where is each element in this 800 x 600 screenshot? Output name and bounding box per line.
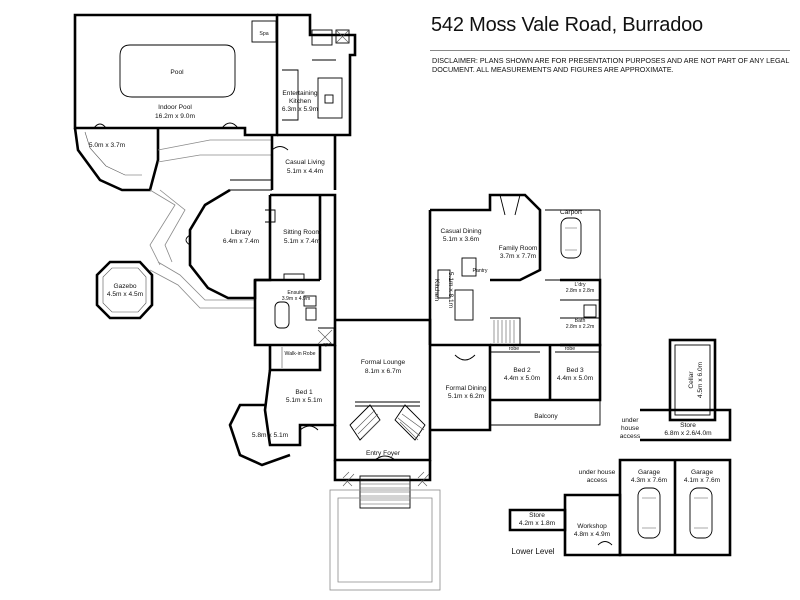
disclaimer-text: DISCLAIMER: PLANS SHOWN ARE FOR PRESENTA… [432, 56, 790, 74]
label-ensuite: Ensuite [287, 290, 304, 296]
label-bed1-bay-dim: 5.8m x 5.1m [252, 432, 289, 439]
room-labels: Spa Pool Indoor Pool 16.2m x 9.0m 5.0m x… [89, 31, 594, 457]
sitting-room [255, 193, 337, 320]
label-bed2-dim: 4.4m x 5.0m [504, 375, 541, 382]
label-bed1: Bed 1 [295, 389, 313, 396]
label-casual-living: Casual Living [285, 159, 325, 166]
carport [545, 209, 601, 281]
label-formal-dining-dim: 5.1m x 6.2m [448, 393, 485, 400]
label-formal-lounge: Formal Lounge [361, 359, 406, 366]
label-sitting-room-dim: 5.1m x 7.4m [284, 238, 321, 245]
bedrooms-2-3 [490, 343, 602, 426]
label-formal-dining: Formal Dining [445, 385, 486, 392]
label-robe-bed3: robe [565, 346, 575, 352]
title-divider [430, 50, 790, 51]
label-pool: Pool [170, 69, 184, 76]
label-formal-lounge-dim: 8.1m x 6.7m [365, 368, 402, 375]
label-cellar-dim: 4.5m x 6.0m [697, 361, 704, 398]
label-store2-dim: 4.2m x 1.8m [519, 520, 556, 527]
label-lower-level: Lower Level [511, 547, 554, 556]
label-under-house-b1: under house [579, 469, 616, 476]
formal-lounge [333, 318, 432, 462]
label-casual-living-dim: 5.1m x 4.4m [287, 168, 324, 175]
outdoor-paths [149, 139, 272, 309]
label-laundry-dim: 2.8m x 2.8m [566, 288, 595, 294]
label-store2: Store [529, 512, 545, 519]
label-entertaining-kitchen: Kitchen [289, 98, 311, 105]
label-library: Library [231, 229, 252, 236]
label-casual-dining: Casual Dining [440, 228, 481, 235]
label-kitchen: Kitchen [433, 279, 440, 301]
label-under-house-2: house [621, 425, 639, 432]
label-family-room: Family Room [499, 245, 538, 252]
label-cpd: cpd [323, 342, 331, 348]
label-workshop-dim: 4.8m x 4.9m [574, 531, 611, 538]
label-family-room-dim: 3.7m x 7.7m [500, 253, 537, 260]
gazebo [95, 260, 154, 320]
lower-level-labels: Cellar 4.5m x 6.0m Store 6.8m x 2.6/4.0m… [511, 361, 720, 556]
casual-living [230, 135, 337, 191]
label-entry-foyer: Entry Foyer [366, 450, 401, 457]
label-indoor-pool: Indoor Pool [158, 104, 192, 111]
label-indoor-pool-dim: 16.2m x 9.0m [155, 113, 195, 120]
label-under-house-3: access [620, 433, 641, 440]
label-casual-dining-dim: 5.1m x 3.6m [443, 236, 480, 243]
label-garage1-dim: 4.3m x 7.6m [631, 477, 668, 484]
label-gazebo: Gazebo [113, 283, 136, 290]
east-wing [428, 193, 542, 346]
label-carport: Carport [560, 209, 582, 216]
label-gazebo-dim: 4.5m x 4.5m [107, 291, 144, 298]
label-store1: Store [680, 422, 696, 429]
entertaining-kitchen [277, 13, 357, 137]
label-spa: Spa [259, 31, 268, 37]
label-bed2: Bed 2 [513, 367, 531, 374]
label-bed3-dim: 4.4m x 5.0m [557, 375, 594, 382]
label-workshop: Workshop [577, 523, 607, 530]
label-under-house-1: under [622, 417, 640, 424]
entry-foyer [329, 460, 441, 591]
label-walk-in-robe: Walk-in Robe [285, 351, 316, 357]
lower-level [508, 338, 732, 557]
page-title: 542 Moss Vale Road, Burradoo [431, 14, 703, 36]
label-garage1: Garage [638, 469, 660, 476]
label-laundry: L'dry [574, 282, 585, 288]
label-library-dim: 6.4m x 7.4m [223, 238, 260, 245]
label-under-house-b2: access [587, 477, 608, 484]
label-bed1-dim: 5.1m x 5.1m [286, 397, 323, 404]
indoor-pool-wing [73, 13, 279, 192]
label-balcony: Balcony [534, 413, 558, 420]
label-entertaining: Entertaining [282, 90, 318, 97]
label-ensuite-dim: 3.9m x 4.9m [282, 296, 311, 302]
label-garage2-dim: 4.1m x 7.6m [684, 477, 721, 484]
label-pantry: Pantry [473, 268, 488, 274]
label-bed3: Bed 3 [566, 367, 584, 374]
label-store1-dim: 6.8m x 2.6/4.0m [664, 430, 712, 437]
ensuite-area [253, 280, 337, 372]
label-entertaining-dim: 6.3m x 5.9m [282, 106, 319, 113]
label-kitchen-dim: 5.1m x 8.1m [447, 272, 454, 309]
label-garage2: Garage [691, 469, 713, 476]
label-bath-dim: 2.8m x 2.2m [566, 324, 595, 330]
formal-dining [430, 343, 492, 432]
label-robe-bed2: robe [509, 346, 519, 352]
label-bath: Bath [575, 318, 586, 324]
label-pool-bay-dim: 5.0m x 3.7m [89, 142, 126, 149]
label-sitting-room: Sitting Room [283, 229, 321, 236]
label-cellar: Cellar [688, 371, 695, 389]
